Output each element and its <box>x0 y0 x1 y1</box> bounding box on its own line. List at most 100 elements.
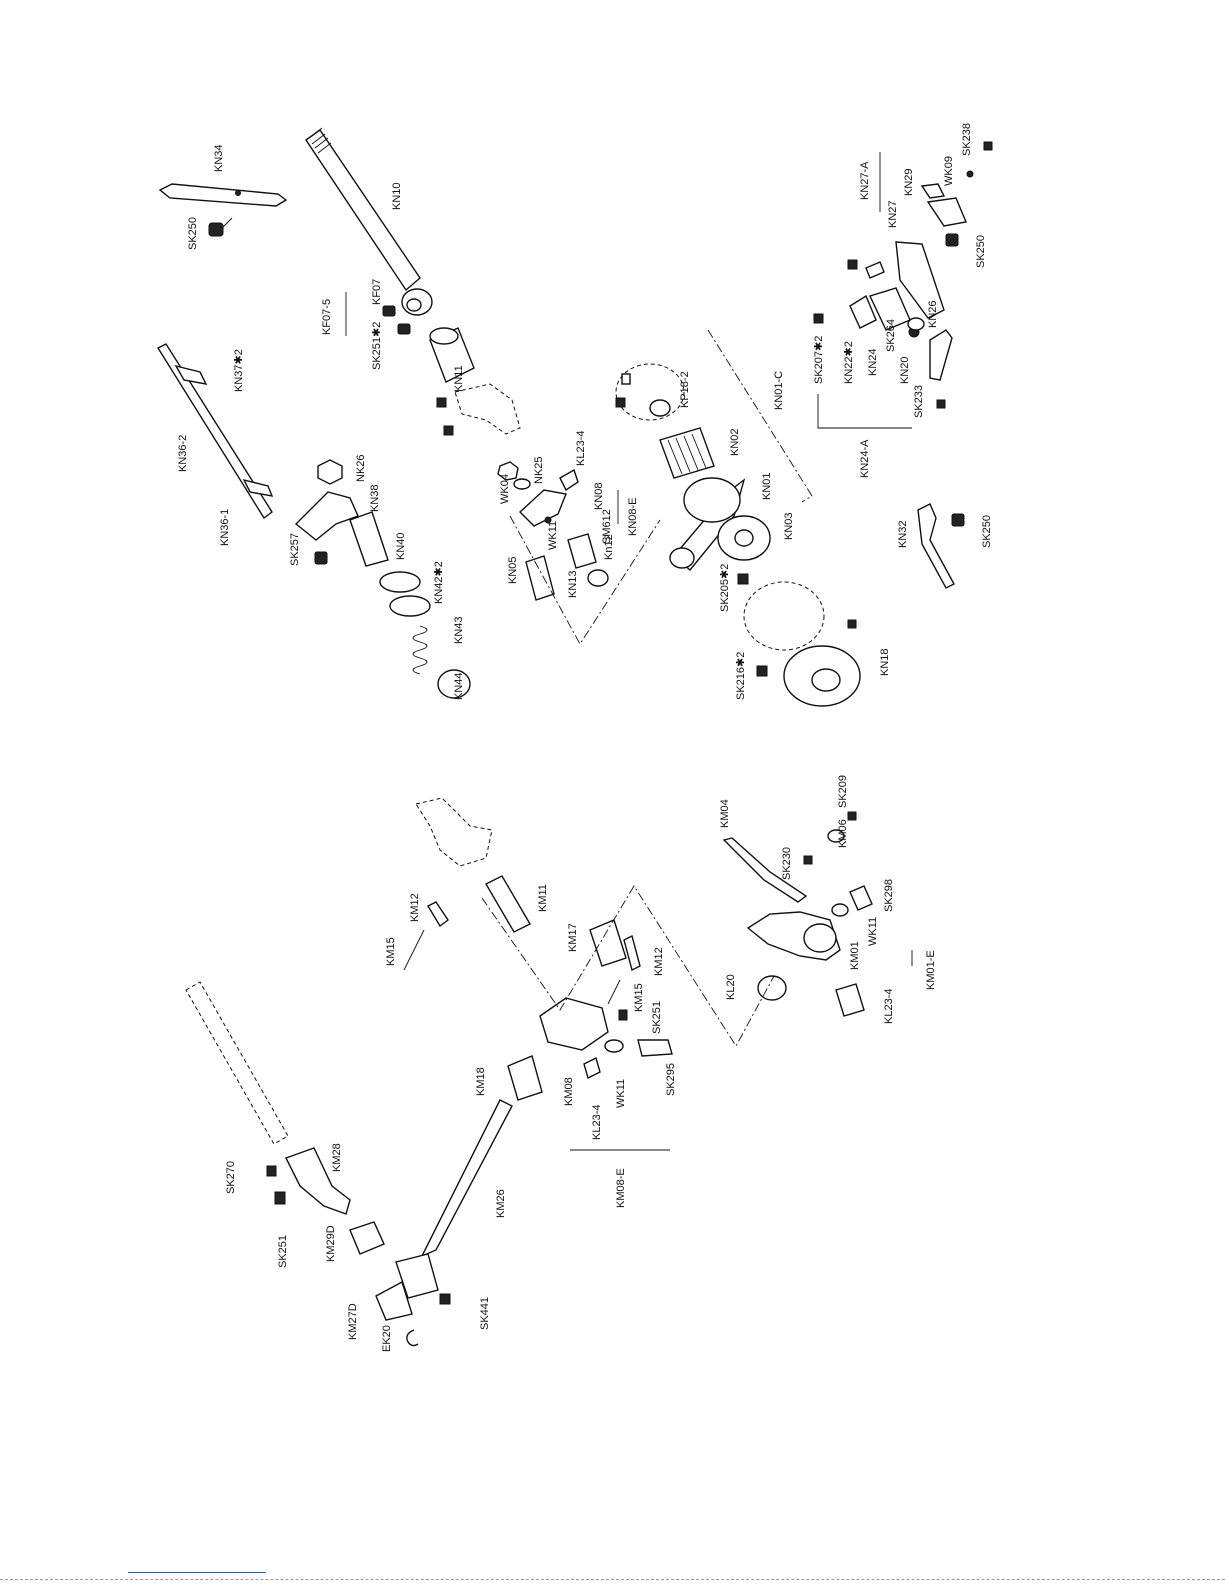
label-kn02: KN02 <box>729 428 741 456</box>
label-sk257: SK257 <box>289 533 301 566</box>
label-km18: KM18 <box>475 1067 487 1096</box>
km12-pin-lower <box>623 934 641 972</box>
sk250-screw-top <box>208 217 233 237</box>
kn44-knob <box>437 669 471 699</box>
label-nk25: NK25 <box>533 456 545 484</box>
housing-screw-1 <box>436 397 447 408</box>
label-kn43: KN43 <box>453 616 465 644</box>
label-kl23-4-km01: KL23-4 <box>883 989 895 1024</box>
kn27-blade <box>926 197 967 227</box>
label-kn34: KN34 <box>213 144 225 172</box>
nk25-nut <box>497 461 519 481</box>
sk207-screw <box>813 313 824 324</box>
chain-kn01-c <box>707 329 813 503</box>
kn08-link <box>518 489 567 527</box>
footer-rule <box>0 1579 1225 1580</box>
kn22-clip-2 <box>849 294 877 329</box>
label-sk207x2: SK207✱2 <box>813 336 825 384</box>
kn01-small-end <box>669 547 695 569</box>
lower-housing-ghost <box>415 797 493 867</box>
label-sk250-top: SK250 <box>187 217 199 250</box>
kn12-bushing <box>567 533 597 569</box>
footer-link-underline[interactable] <box>128 1572 266 1574</box>
sk209-screw <box>847 811 857 821</box>
kl23-4-plate-km01 <box>835 983 865 1017</box>
label-kn42x2: KN42✱2 <box>433 561 445 604</box>
sk441-screw <box>439 1293 451 1305</box>
kf07-screw <box>382 305 396 317</box>
lower-shaft-ghost <box>185 981 289 1145</box>
kn11-end <box>429 327 459 345</box>
sk298-screw <box>849 885 873 911</box>
label-kn22x2: KN22✱2 <box>843 341 855 384</box>
sm612-screw <box>544 516 552 524</box>
km04-arm <box>722 837 808 903</box>
label-sk441: SK441 <box>479 1297 491 1330</box>
label-km12-lower: KM12 <box>653 947 665 976</box>
kn36-rod <box>156 343 273 520</box>
km01-hub <box>803 923 837 953</box>
label-kn29: KN29 <box>903 168 915 196</box>
km08-block <box>539 997 609 1051</box>
label-sk250-knife: SK250 <box>975 235 987 268</box>
label-km15-lower: KM15 <box>633 983 645 1012</box>
leader-lines <box>345 152 913 1151</box>
sk216-screw <box>756 665 768 677</box>
label-km29d: KM29D <box>325 1225 337 1262</box>
sk250-screw-knife <box>945 233 959 247</box>
label-sk230: SK230 <box>781 847 793 880</box>
label-kn08-e: KN08-E <box>627 497 639 536</box>
kn05-stud <box>525 555 555 601</box>
label-kl20: KL20 <box>725 974 737 1000</box>
label-km12-upper: KM12 <box>409 893 421 922</box>
wk11-washer-km08 <box>604 1039 624 1053</box>
kn18-ghost-disc <box>743 581 825 651</box>
label-sk250-bracket: SK250 <box>981 515 993 548</box>
kl23-4-plate-upper <box>559 468 579 492</box>
label-kn08: KN08 <box>593 482 605 510</box>
housing-screw-2 <box>443 425 454 436</box>
sk251-screw-km28 <box>274 1191 286 1205</box>
label-kn03: KN03 <box>783 512 795 540</box>
bracket-kn24-a <box>817 394 912 429</box>
km29d-block <box>349 1221 385 1255</box>
label-kn24: KN24 <box>867 348 879 376</box>
label-km17: KM17 <box>567 923 579 952</box>
label-kn36-2: KN36-2 <box>177 435 189 472</box>
kn32-bracket <box>917 503 955 589</box>
label-kl23-4-upper: KL23-4 <box>575 431 587 466</box>
label-kn40: KN40 <box>395 532 407 560</box>
sk295-stud <box>637 1039 673 1057</box>
sk251-screw-km08 <box>618 1009 628 1021</box>
label-km27d: KM27D <box>347 1303 359 1340</box>
label-wk09: WK09 <box>943 156 955 186</box>
sk230-screw <box>803 855 813 865</box>
label-kp18-2: KP18-2 <box>679 371 691 408</box>
label-kn11: KN11 <box>453 365 465 392</box>
kn40-stud <box>349 511 389 567</box>
kp18-pin <box>621 373 631 385</box>
kn37-bracket-1 <box>174 364 208 385</box>
sk238-screw <box>983 141 993 151</box>
label-sk216x2: SK216✱2 <box>735 652 747 700</box>
kn42-disc-1 <box>379 571 421 593</box>
label-kn01-c: KN01-C <box>773 371 785 410</box>
sk251-screw <box>397 323 411 335</box>
kn02-rollers <box>667 433 707 475</box>
label-sk251x2: SK251✱2 <box>371 322 383 370</box>
kn02-bearing <box>659 427 715 479</box>
label-wk04: WK04 <box>499 474 511 504</box>
label-kl23-4-km08: KL23-4 <box>591 1105 603 1140</box>
label-km01: KM01 <box>849 941 861 970</box>
kf07-bore <box>406 298 422 312</box>
kn13-plug <box>587 569 609 587</box>
label-sk209: SK209 <box>837 775 849 808</box>
kn38-plate <box>294 491 359 541</box>
label-kn37x2: KN37✱2 <box>233 349 245 392</box>
kp18-screw <box>615 397 626 408</box>
label-wk11-upper: WK11 <box>547 521 559 550</box>
label-sk238: SK238 <box>961 123 973 156</box>
kn03-bore <box>734 529 754 547</box>
label-km04: KM04 <box>719 799 731 828</box>
part-labels: KN34 SK250 KN10 KF07-5 KF07 SK251✱2 KN11… <box>177 123 993 1352</box>
